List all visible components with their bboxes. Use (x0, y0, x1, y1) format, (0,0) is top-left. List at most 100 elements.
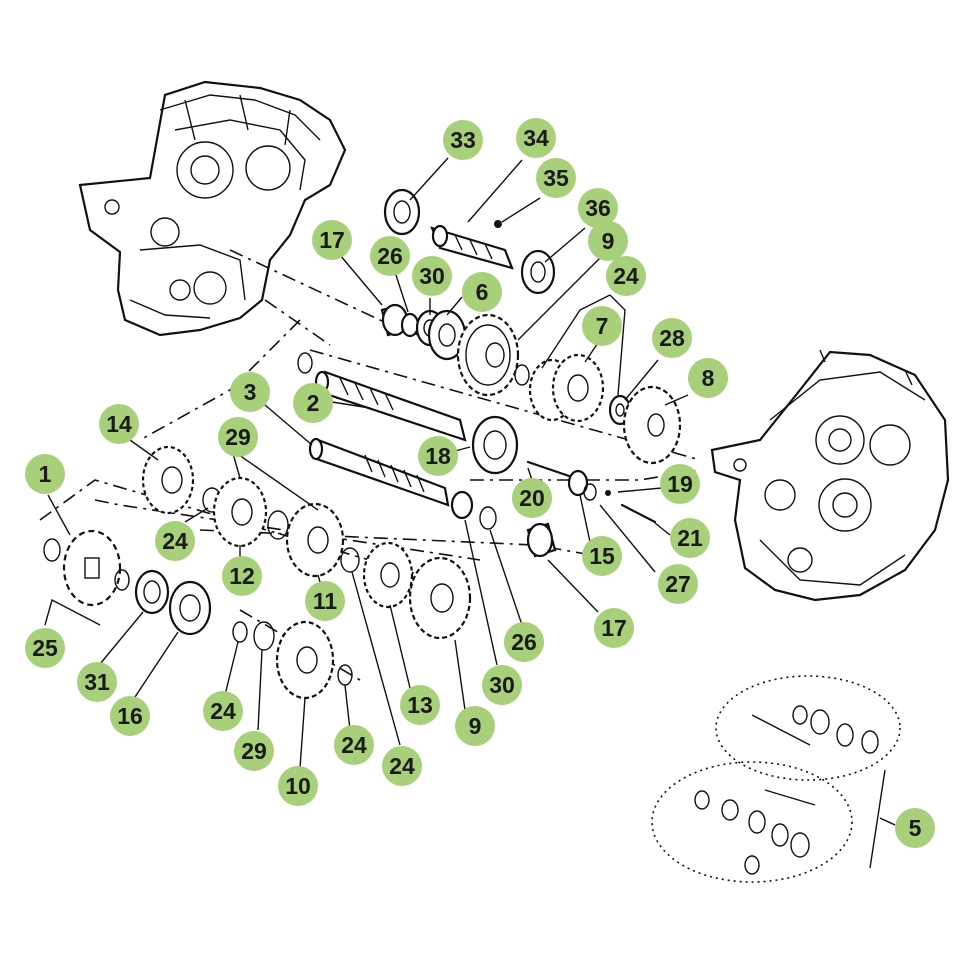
callout-10: 9 (455, 706, 495, 746)
bearing-36 (520, 249, 556, 295)
callout-bubble (582, 306, 622, 346)
callout-5: 5 (895, 808, 935, 848)
callout-bubble (418, 436, 458, 476)
callout-bubble (218, 417, 258, 457)
callout-bubble (895, 808, 935, 848)
spring-27 (583, 483, 597, 501)
callout-number: 9 (602, 228, 615, 254)
callout-bubble (578, 188, 618, 228)
callout-number: 20 (519, 485, 545, 511)
callout-bubble (234, 731, 274, 771)
callout-bubble (293, 383, 333, 423)
callout-bubble (588, 221, 628, 261)
callout-number: 6 (476, 279, 489, 305)
callout-32: 31 (77, 662, 117, 702)
callout-number: 1 (39, 461, 52, 487)
callout-number: 10 (285, 773, 311, 799)
bearing-19 (168, 580, 212, 636)
callout-number: 11 (313, 588, 338, 614)
circlip-25-a (43, 538, 61, 562)
callout-bubble (582, 536, 622, 576)
callout-number: 36 (585, 195, 611, 221)
bolt-22 (620, 503, 657, 524)
callout-bubble (516, 118, 556, 158)
callout-number: 18 (425, 443, 451, 469)
callout-24-end: 24 (334, 725, 374, 765)
callout-8: 8 (688, 358, 728, 398)
callout-number: 26 (377, 243, 403, 269)
callout-number: 27 (665, 571, 691, 597)
gear-10 (408, 556, 472, 640)
callout-25: 25 (25, 628, 65, 668)
callout-17-upper: 17 (312, 220, 352, 260)
left-crankcase-half (78, 80, 347, 337)
sprocket-1 (62, 529, 122, 607)
gear-11 (275, 620, 335, 700)
right-crankcase-half (710, 349, 950, 602)
washer-26-lower (479, 506, 497, 530)
seal-32 (134, 569, 170, 615)
callout-number: 24 (389, 753, 415, 779)
callout-bubble (606, 256, 646, 296)
callout-bubble (382, 746, 422, 786)
callout-24-mid: 24 (382, 746, 422, 786)
circlip-25-b (114, 569, 130, 591)
callout-bubble (512, 478, 552, 518)
callout-26-lower: 26 (504, 622, 544, 662)
bearing-33 (383, 188, 421, 236)
callout-number: 26 (511, 629, 537, 655)
callout-6: 6 (462, 272, 502, 312)
washer-16 (567, 469, 589, 497)
callout-29-upper: 29 (218, 417, 258, 457)
circlip-24-low (232, 621, 248, 643)
callout-number: 30 (419, 263, 445, 289)
callout-27: 27 (658, 564, 698, 604)
callout-bubble (652, 318, 692, 358)
callout-35: 35 (536, 158, 576, 198)
callout-16: 15 (582, 536, 622, 576)
callout-bubble (504, 622, 544, 662)
callout-number: 9 (469, 713, 482, 739)
callout-bubble (278, 766, 318, 806)
callout-bubble (412, 256, 452, 296)
callout-number: 29 (241, 738, 267, 764)
callout-1: 1 (25, 454, 65, 494)
callout-number: 5 (909, 815, 922, 841)
callout-bubble (688, 358, 728, 398)
ball-35 (494, 220, 502, 228)
washer-30 (450, 490, 474, 520)
callout-21: 20 (512, 478, 552, 518)
bushing-17-lower (526, 522, 557, 558)
pin-21 (526, 460, 577, 480)
callout-number: 25 (32, 635, 58, 661)
callout-17-lower: 17 (594, 608, 634, 648)
callout-bubble (230, 372, 270, 412)
callout-31: 30 (412, 256, 452, 296)
callout-20: 19 (660, 464, 700, 504)
callout-number: 2 (307, 390, 320, 416)
callout-15: 14 (99, 404, 139, 444)
callout-number: 21 (677, 525, 703, 551)
callout-number: 13 (407, 692, 433, 718)
callout-26-upper: 26 (370, 236, 410, 276)
callout-30: 30 (482, 665, 522, 705)
callout-36: 36 (578, 188, 618, 228)
callout-number: 14 (106, 411, 132, 437)
bearing-18 (471, 415, 519, 475)
callout-number: 28 (659, 325, 685, 351)
shaft-34 (430, 224, 514, 270)
callout-number: 29 (225, 424, 251, 450)
complete-gearbox-inset (651, 675, 901, 883)
callout-number: 17 (601, 615, 627, 641)
callout-34: 34 (516, 118, 556, 158)
callout-bubble (400, 685, 440, 725)
callout-19: 16 (110, 696, 150, 736)
ball-20 (605, 490, 611, 496)
leader-lines (44, 157, 896, 826)
callout-7: 7 (582, 306, 622, 346)
callout-number: 24 (613, 263, 639, 289)
callout-22: 21 (670, 518, 710, 558)
callout-14: 13 (400, 685, 440, 725)
callout-bubble (658, 564, 698, 604)
circlip-24-upper (514, 364, 530, 386)
